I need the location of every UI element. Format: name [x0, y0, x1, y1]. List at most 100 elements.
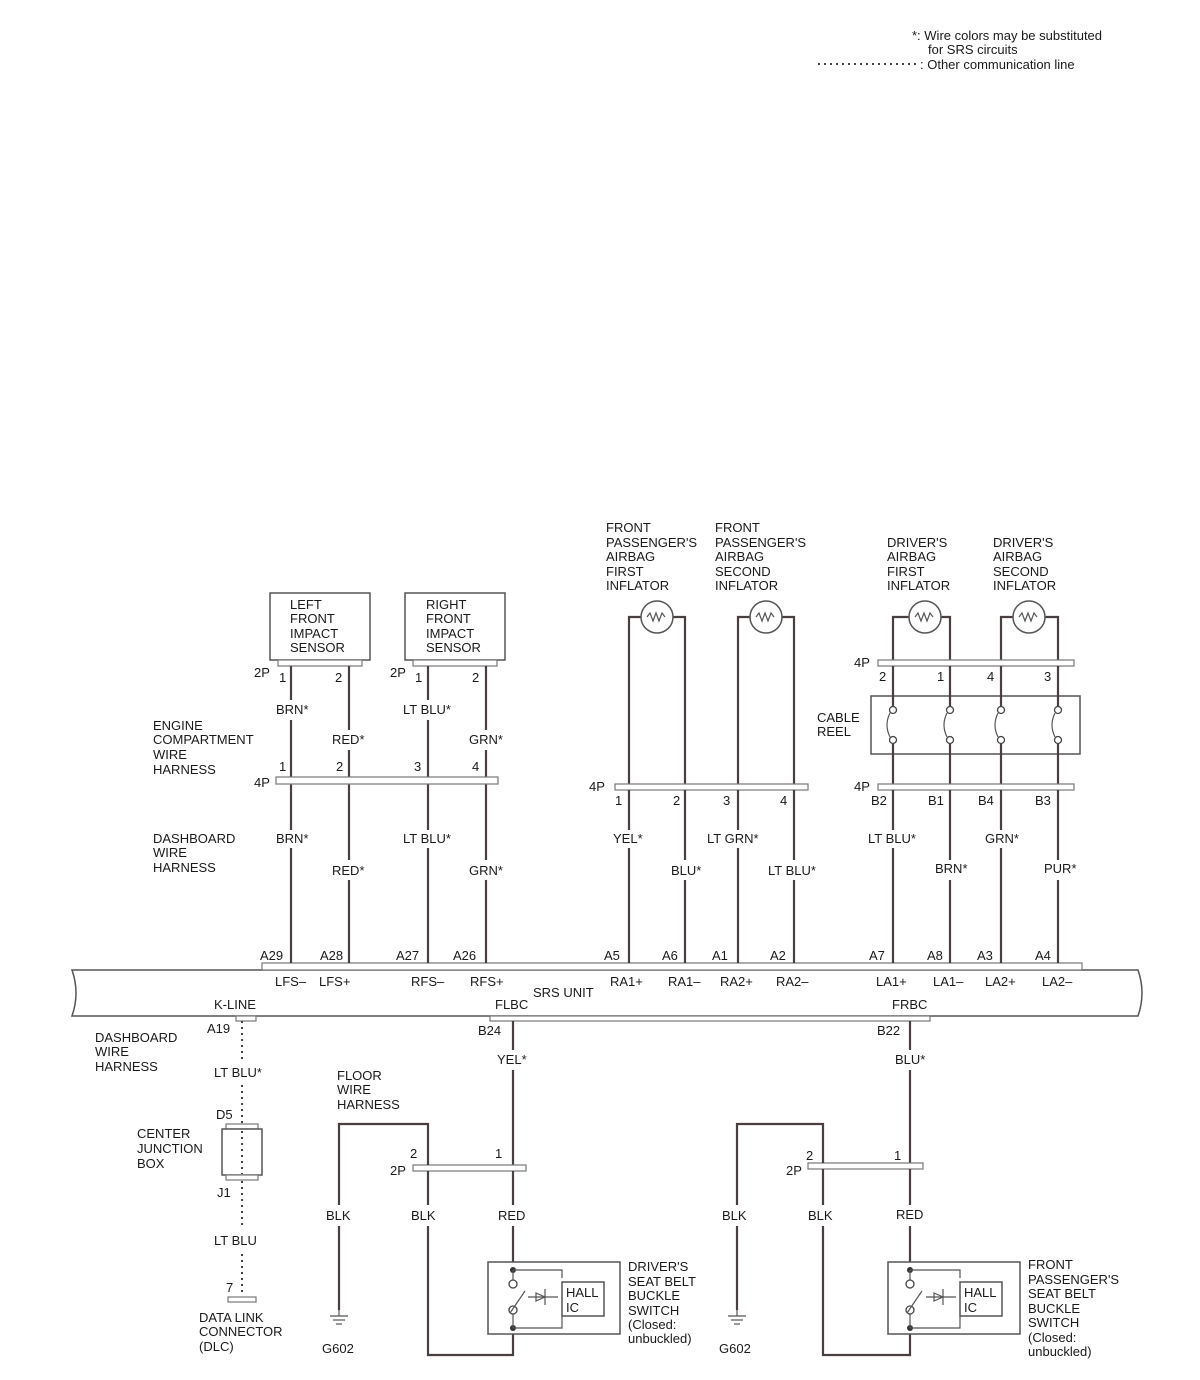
passenger-second-line4: SECOND	[715, 564, 771, 579]
engine-harness-line4: HARNESS	[153, 762, 216, 777]
dlc-connector	[227, 1296, 257, 1303]
driver-second-line4: INFLATOR	[993, 578, 1056, 593]
passenger-hall-line1: HALL	[964, 1285, 997, 1300]
right-sensor-2p: 2P	[390, 665, 406, 680]
driver-top-4p-label: 4P	[854, 655, 870, 670]
left-sensor-2p: 2P	[254, 665, 270, 680]
left-sensor-line2: FRONT	[290, 611, 335, 626]
dlc-line1: DATA LINK	[199, 1310, 264, 1325]
srs-unit-label: SRS UNIT	[533, 985, 594, 1000]
srs-unit-top-connector	[261, 962, 1083, 971]
legend: *: Wire colors may be substituted for SR…	[818, 28, 1102, 72]
passenger-pin1: 1	[615, 793, 622, 808]
driver-first-line2: AIRBAG	[887, 549, 936, 564]
signal-rfs-plus: RFS+	[470, 974, 504, 989]
pin-a28: A28	[320, 948, 343, 963]
srs-unit-k-line-connector	[235, 1015, 257, 1022]
signal-lfs-minus: LFS–	[275, 974, 307, 989]
driver-airbag: DRIVER'S AIRBAG FIRST INFLATOR DRIVER'S …	[817, 535, 1081, 963]
right-front-impact-sensor-box	[404, 592, 506, 661]
passenger-wire-blu: BLU*	[671, 863, 701, 878]
engine-4p-pin1: 1	[279, 759, 286, 774]
passenger-second-line1: FRONT	[715, 520, 760, 535]
driver-buckle-wire-red: RED	[498, 1208, 525, 1223]
srs-unit: SRS UNIT A29 A28 A27 A26 A5 A6 A1 A2 A7 …	[70, 948, 1143, 1038]
engine-4p-connector: 4P 1 2 3 4 BRN* RED* LT BLU* GRN*	[254, 759, 503, 878]
passenger-buckle-2p-label: 2P	[786, 1163, 802, 1178]
cable-reel-box	[870, 695, 1081, 755]
driver-buckle-2p-connector	[412, 1164, 527, 1172]
dash-wire-grn: GRN*	[469, 863, 503, 878]
signal-la2-plus: LA2+	[985, 974, 1016, 989]
floor-harness-line1: FLOOR	[337, 1068, 382, 1083]
left-sensor-line4: SENSOR	[290, 640, 345, 655]
passenger-second-line2: PASSENGER'S	[715, 535, 806, 550]
passenger-wire-ltblu: LT BLU*	[768, 863, 816, 878]
k-line-wire-ltblu-star: LT BLU*	[214, 1065, 262, 1080]
passenger-buckle-title-line2: PASSENGER'S	[1028, 1272, 1119, 1287]
passenger-pin2: 2	[673, 793, 680, 808]
driver-buckle-title-line6: unbuckled)	[628, 1331, 692, 1346]
floor-harness-line2: WIRE	[337, 1082, 371, 1097]
driver-hall-ic-box	[561, 1281, 605, 1317]
passenger-pin4: 4	[780, 793, 787, 808]
engine-harness-line1: ENGINE	[153, 718, 203, 733]
passenger-buckle-title-line7: unbuckled)	[1028, 1344, 1092, 1359]
passenger-hall-ic-box	[959, 1281, 1003, 1317]
driver-first-line4: INFLATOR	[887, 578, 950, 593]
pin-j1: J1	[217, 1185, 231, 1200]
driver-bottom-4p-label: 4P	[854, 779, 870, 794]
pin-a3: A3	[977, 948, 993, 963]
driver-ground-wire-blk: BLK	[326, 1208, 351, 1223]
pin-a19: A19	[207, 1021, 230, 1036]
engine-4p-pin2: 2	[336, 759, 343, 774]
driver-buckle-title-line1: DRIVER'S	[628, 1259, 689, 1274]
legend-other-line: : Other communication line	[920, 57, 1075, 72]
right-sensor-pin1: 1	[415, 670, 422, 685]
driver-buckle-title-line5: (Closed:	[628, 1317, 676, 1332]
legend-note-line2: for SRS circuits	[928, 42, 1018, 57]
left-front-impact-sensor-box	[269, 592, 371, 661]
passenger-pin3: 3	[723, 793, 730, 808]
pin-a2: A2	[770, 948, 786, 963]
driver-buckle-wire-blk: BLK	[411, 1208, 436, 1223]
pin-a26: A26	[453, 948, 476, 963]
dashboard-harness-line1: DASHBOARD	[153, 831, 235, 846]
driver-wire-brn: BRN*	[935, 861, 968, 876]
passenger-ground-icon	[728, 1310, 746, 1325]
driver-second-line2: AIRBAG	[993, 549, 1042, 564]
driver-top-pin-1: 1	[937, 669, 944, 684]
dashboard-harness-line2: WIRE	[153, 845, 187, 860]
signal-ra2-plus: RA2+	[720, 974, 753, 989]
dash-wire-brn: BRN*	[276, 831, 309, 846]
driver-second-line3: SECOND	[993, 564, 1049, 579]
cable-reel-contacts	[886, 705, 1063, 745]
passenger-buckle-title-line1: FRONT	[1028, 1257, 1073, 1272]
passenger-buckle-wire-blu: BLU*	[895, 1052, 925, 1067]
left-sensor-line3: IMPACT	[290, 626, 338, 641]
driver-first-line3: FIRST	[887, 564, 925, 579]
signal-lfs-plus: LFS+	[319, 974, 350, 989]
signal-ra1-minus: RA1–	[668, 974, 701, 989]
engine-4p-pin4: 4	[472, 759, 479, 774]
pin-a29: A29	[260, 948, 283, 963]
dlc-pin-7: 7	[226, 1280, 233, 1295]
passenger-buckle-title-line3: SEAT BELT	[1028, 1286, 1096, 1301]
driver-pin-b3: B3	[1035, 793, 1051, 808]
driver-pin-b4: B4	[978, 793, 994, 808]
impact-sensors: LEFT FRONT IMPACT SENSOR RIGHT FRONT IMP…	[254, 592, 506, 747]
driver-second-line1: DRIVER'S	[993, 535, 1054, 550]
sensor-wires	[289, 666, 488, 963]
cable-reel-line2: REEL	[817, 724, 851, 739]
passenger-first-line1: FRONT	[606, 520, 651, 535]
driver-buckle-title-line4: SWITCH	[628, 1303, 679, 1318]
passenger-buckle-title-line4: BUCKLE	[1028, 1301, 1080, 1316]
srs-unit-bottom-connector	[489, 1015, 931, 1022]
engine-harness-line3: WIRE	[153, 747, 187, 762]
left-sensor-connector	[277, 659, 363, 667]
passenger-buckle-2p-connector	[807, 1162, 924, 1170]
right-sensor-pin2: 2	[472, 670, 479, 685]
right-sensor-line2: FRONT	[426, 611, 471, 626]
engine-4p-pin3: 3	[414, 759, 421, 774]
